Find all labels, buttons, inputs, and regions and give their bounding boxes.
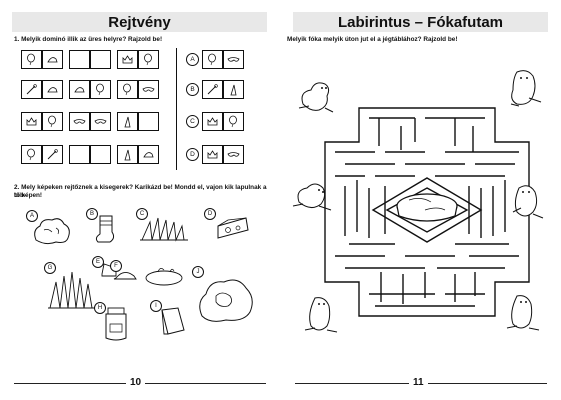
ice-floe-icon xyxy=(396,193,458,222)
answer-option-d[interactable]: D xyxy=(186,145,244,164)
maze[interactable] xyxy=(305,46,553,340)
seal-bottom-left-icon xyxy=(304,297,338,333)
picture-g-grass-clump[interactable]: G xyxy=(44,262,100,314)
answer-option-c[interactable]: C xyxy=(186,112,244,131)
left-page-title: Rejtvény xyxy=(12,12,267,32)
picture-letter: J xyxy=(192,266,204,278)
empty-domino-right[interactable] xyxy=(90,50,111,69)
seal-top-left-icon xyxy=(298,82,334,113)
maze-instruction: Melyik fóka melyik úton jut el a jégtábl… xyxy=(287,36,458,43)
mask-icon xyxy=(90,112,111,131)
picture-j-hedgehog-nest[interactable]: J xyxy=(192,266,258,324)
picture-e-shoe[interactable]: E xyxy=(92,256,122,280)
answer-letter: D xyxy=(186,148,199,161)
mask-icon xyxy=(223,145,244,164)
crown-icon xyxy=(202,145,223,164)
domino-row-2 xyxy=(21,80,165,101)
task-1-instruction: 1. Melyik dominó illik az üres helyre? R… xyxy=(14,36,163,43)
seal-middle-left-icon xyxy=(292,183,332,211)
task-2-instruction-line-2: bi képen! xyxy=(14,192,43,199)
balloon-icon xyxy=(202,50,223,69)
answer-letter: B xyxy=(186,83,199,96)
cone-hat-icon xyxy=(223,80,244,99)
page-number-left: 10 xyxy=(126,377,146,388)
picture-letter: A xyxy=(26,210,38,222)
empty-domino xyxy=(90,145,111,164)
crown-icon xyxy=(202,112,223,131)
picture-a-bush[interactable]: A xyxy=(26,210,76,248)
picture-h-jar[interactable]: H xyxy=(94,302,136,344)
right-page-title: Labirintus – Fókafutam xyxy=(293,12,548,32)
crown-icon xyxy=(117,50,138,69)
picture-letter: C xyxy=(136,208,148,220)
cheese-icon xyxy=(217,217,249,239)
divider-line xyxy=(176,48,177,170)
seal-middle-right-icon xyxy=(512,185,544,219)
jar-icon xyxy=(105,307,127,341)
domino-row-1 xyxy=(21,50,165,71)
task-2-instruction-line-1: 2. Mely képeken rejtőznek a kisegerek? K… xyxy=(14,184,267,199)
nest-icon xyxy=(199,279,253,322)
magic-wand-icon xyxy=(21,80,42,99)
mask-icon xyxy=(69,112,90,131)
picture-d-cheese[interactable]: D xyxy=(204,208,256,248)
picture-f-hat[interactable]: F xyxy=(110,260,140,284)
empty-domino-left[interactable] xyxy=(69,50,90,69)
answer-letter: A xyxy=(186,53,199,66)
mask-icon xyxy=(223,50,244,69)
empty-domino xyxy=(138,112,159,131)
picture-letter: B xyxy=(86,208,98,220)
puddle-icon xyxy=(145,268,183,286)
answer-option-b[interactable]: B xyxy=(186,80,244,99)
balloon-icon xyxy=(42,112,63,131)
magic-wand-icon xyxy=(202,80,223,99)
domino-row-4 xyxy=(21,145,165,166)
mask-icon xyxy=(138,80,159,99)
book-icon xyxy=(161,307,185,335)
right-page: Labirintus – Fókafutam Melyik fóka melyi… xyxy=(281,0,561,400)
picture-i-book[interactable]: I xyxy=(150,300,192,342)
picture-letter: G xyxy=(44,262,56,274)
left-page: Rejtvény 1. Melyik dominó illik az üres … xyxy=(0,0,280,400)
seal-bottom-right-icon xyxy=(506,295,540,331)
crown-icon xyxy=(21,112,42,131)
picture-letter: I xyxy=(150,300,162,312)
domino-row-3 xyxy=(21,112,165,133)
hat-icon xyxy=(138,145,159,164)
shoe-icon xyxy=(101,263,117,277)
answer-option-a[interactable]: A xyxy=(186,50,244,69)
grass-clump-icon xyxy=(48,271,96,309)
magic-wand-icon xyxy=(42,145,63,164)
picture-letter: H xyxy=(94,302,106,314)
page-number-right: 11 xyxy=(409,377,428,388)
cone-hat-icon xyxy=(117,145,138,164)
hat-icon xyxy=(113,272,137,280)
balloon-icon xyxy=(117,80,138,99)
balloon-icon xyxy=(90,80,111,99)
picture-letter: D xyxy=(204,208,216,220)
picture-puddle[interactable] xyxy=(142,262,186,288)
empty-domino xyxy=(69,145,90,164)
balloon-icon xyxy=(223,112,244,131)
balloon-icon xyxy=(138,50,159,69)
bush-icon xyxy=(34,218,70,245)
hat-icon xyxy=(42,80,63,99)
cone-hat-icon xyxy=(117,112,138,131)
picture-b-sock[interactable]: B xyxy=(86,208,126,248)
balloon-icon xyxy=(21,145,42,164)
hat-icon xyxy=(42,50,63,69)
picture-letter: E xyxy=(92,256,104,268)
sock-icon xyxy=(95,215,115,243)
maze-drawing xyxy=(324,107,530,317)
grass-icon xyxy=(140,217,188,242)
seal-top-right-icon xyxy=(510,70,542,107)
balloon-icon xyxy=(21,50,42,69)
answer-letter: C xyxy=(186,115,199,128)
picture-c-grass[interactable]: C xyxy=(136,208,190,246)
hat-icon xyxy=(69,80,90,99)
picture-letter: F xyxy=(110,260,122,272)
